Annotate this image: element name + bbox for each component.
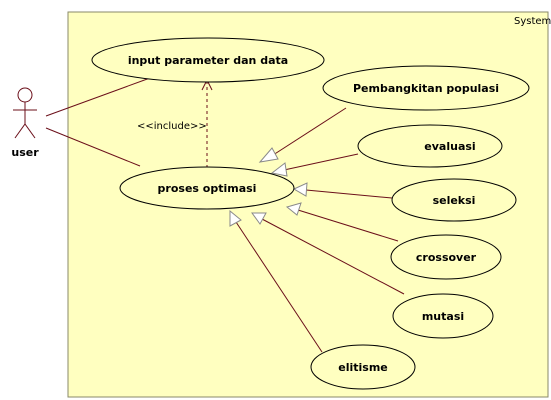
generalization-crossover — [297, 209, 399, 242]
generalization-arrow-elitisme — [229, 209, 242, 227]
generalization-arrow-seleksi — [292, 182, 308, 197]
generalization-seleksi — [305, 189, 393, 199]
generalization-arrow-pembangkitan — [258, 147, 279, 163]
usecase-mutasi-label: mutasi — [422, 310, 464, 323]
generalization-arrow-crossover — [285, 202, 302, 216]
usecase-evaluasi-label: evaluasi — [424, 140, 475, 153]
generalization-arrow-evaluasi — [270, 162, 288, 177]
actor-user[interactable] — [13, 87, 37, 139]
usecase-pembangkitan-populasi[interactable] — [322, 65, 530, 111]
usecase-elitisme[interactable] — [310, 344, 416, 390]
usecase-seleksi[interactable] — [391, 178, 517, 222]
actor-leg-right — [24, 123, 36, 139]
usecase-input-parameter[interactable] — [91, 37, 325, 83]
generalization-mutasi — [261, 218, 405, 295]
association-user-proses — [45, 127, 141, 167]
generalization-elitisme — [235, 221, 323, 353]
usecase-crossover-label: crossover — [416, 251, 477, 264]
usecase-proses-optimasi-label: proses optimasi — [158, 182, 257, 195]
generalization-pembangkitan — [269, 107, 347, 158]
usecase-elitisme-label: elitisme — [338, 361, 388, 374]
usecase-crossover[interactable] — [390, 234, 502, 280]
usecase-mutasi[interactable] — [392, 293, 494, 339]
generalization-arrow-mutasi — [251, 212, 267, 225]
system-label: System — [514, 16, 551, 27]
generalization-evaluasi — [283, 153, 359, 171]
actor-label: user — [11, 146, 39, 159]
actor-head — [17, 87, 33, 103]
include-label: <<include>> — [137, 121, 207, 132]
usecase-seleksi-label: seleksi — [433, 194, 476, 207]
association-user-input — [45, 77, 151, 117]
actor-leg-left — [14, 123, 26, 139]
usecase-evaluasi[interactable] — [357, 124, 503, 168]
usecase-proses-optimasi[interactable] — [119, 166, 295, 210]
usecase-pembangkitan-populasi-label: Pembangkitan populasi — [353, 82, 499, 95]
usecase-input-parameter-label: input parameter dan data — [128, 54, 288, 67]
